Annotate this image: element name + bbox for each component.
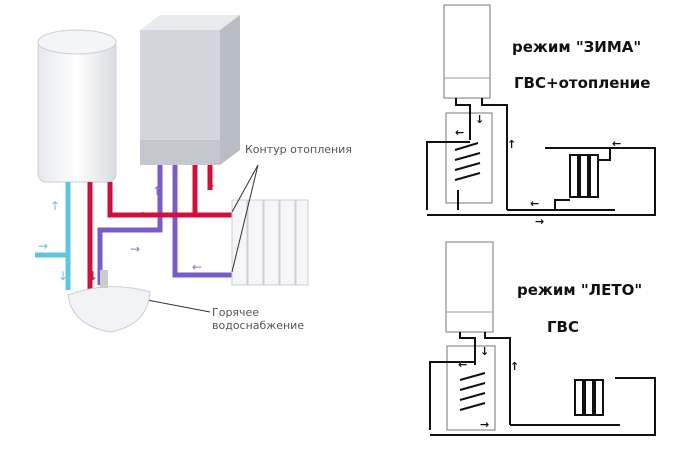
svg-text:←: ← xyxy=(612,137,621,150)
heating-circuit-label: Контур отопления xyxy=(245,143,352,156)
radiator xyxy=(231,199,309,286)
winter-mode-title: режим "ЗИМА" xyxy=(512,38,642,56)
water-heater-cylinder xyxy=(37,29,117,183)
svg-text:↑: ↑ xyxy=(510,360,519,373)
winter-scheme xyxy=(426,4,656,216)
summer-mode-title: режим "ЛЕТО" xyxy=(517,281,643,299)
svg-text:←: ← xyxy=(192,260,202,274)
winter-arrows: ↓ ← ↑ ← ← → xyxy=(455,113,621,228)
svg-text:←: ← xyxy=(458,358,467,371)
svg-text:→: → xyxy=(535,215,544,228)
winter-mode-subtitle: ГВС+отопление xyxy=(514,74,651,92)
svg-text:↑: ↑ xyxy=(152,184,162,198)
svg-text:→: → xyxy=(480,418,489,431)
pipes xyxy=(35,165,232,290)
svg-text:↓: ↓ xyxy=(480,345,489,358)
svg-text:↑: ↑ xyxy=(50,199,60,213)
svg-text:←: ← xyxy=(455,126,464,139)
gas-boiler xyxy=(140,15,240,165)
label-leader xyxy=(231,164,259,213)
svg-text:↓: ↓ xyxy=(475,113,484,126)
svg-text:←: ← xyxy=(140,207,150,221)
svg-text:↓: ↓ xyxy=(58,269,68,283)
sink xyxy=(67,270,151,333)
svg-text:↑: ↑ xyxy=(507,138,516,151)
summer-mode-subtitle: ГВС xyxy=(547,318,579,336)
svg-text:→: → xyxy=(130,242,140,256)
label-leader xyxy=(231,164,259,273)
flow-arrows: ↑ ↓ ← → ← → ↑ ↓ ↓ xyxy=(38,177,216,283)
svg-text:→: → xyxy=(38,239,48,253)
hot-water-label: Горячее водоснабжение xyxy=(212,306,305,332)
summer-scheme xyxy=(429,241,656,436)
svg-text:↓: ↓ xyxy=(206,177,216,191)
svg-text:↓: ↓ xyxy=(88,269,98,283)
summer-arrows: ↓ ← ↑ → xyxy=(458,345,519,431)
svg-text:←: ← xyxy=(530,197,539,210)
